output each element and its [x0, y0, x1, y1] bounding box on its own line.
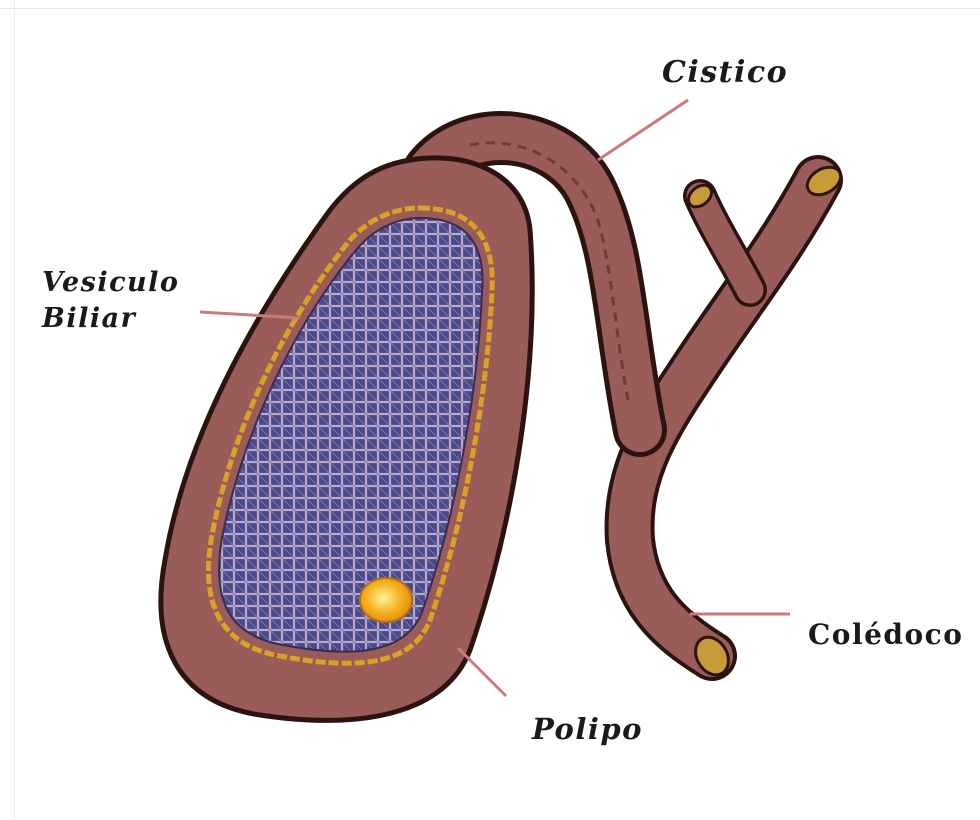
label-cistico: Cistico — [662, 55, 788, 90]
label-vesicula-line1: Vesiculo — [42, 265, 179, 301]
label-vesicula-biliar: Vesiculo Biliar — [42, 265, 179, 337]
polyp — [360, 578, 412, 622]
leader-cistico — [598, 100, 688, 160]
label-polipo: Polipo — [532, 712, 643, 746]
gallbladder — [161, 158, 532, 721]
label-vesicula-line2: Biliar — [42, 301, 179, 337]
label-coledoco: Colédoco — [808, 618, 963, 651]
leader-polipo — [458, 648, 506, 696]
